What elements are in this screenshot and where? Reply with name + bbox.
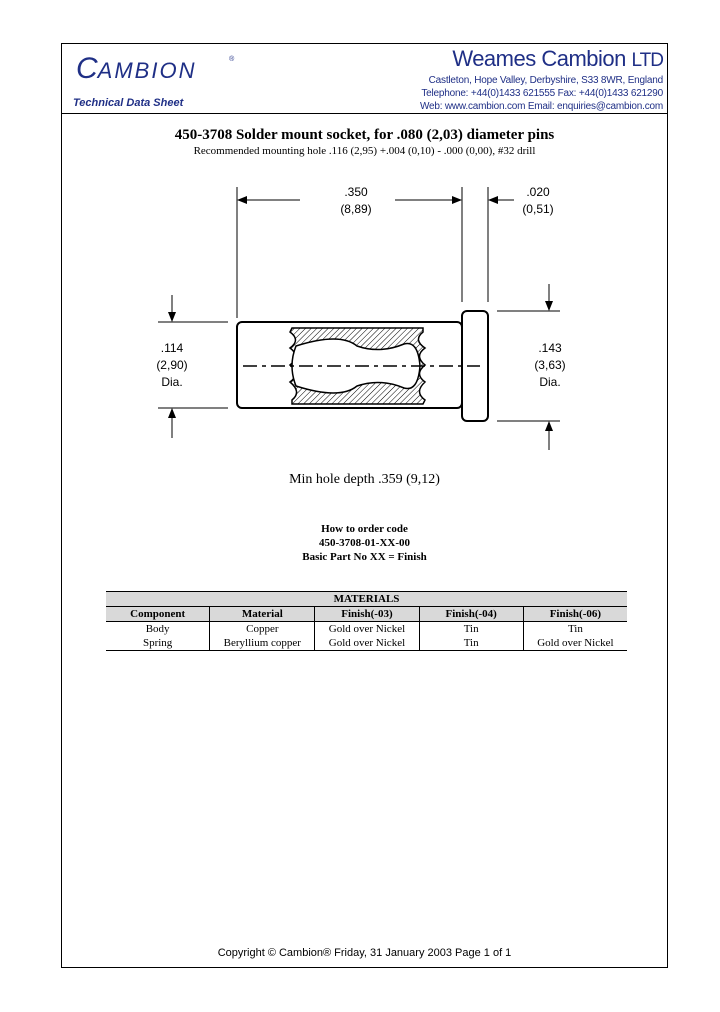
order-heading: How to order code xyxy=(321,523,408,535)
cambion-logo: CAMBION xyxy=(76,52,197,85)
length-dimension: .350(8,89) xyxy=(340,185,372,216)
table-cell: Gold over Nickel xyxy=(314,636,420,651)
table-row: Spring Beryllium copper Gold over Nickel… xyxy=(106,636,627,651)
page-footer: Copyright © Cambion® Friday, 31 January … xyxy=(217,947,512,959)
table-cell: Gold over Nickel xyxy=(314,621,420,636)
sheet-label: Technical Data Sheet xyxy=(73,97,184,109)
page-subtitle: Recommended mounting hole .116 (2,95) +.… xyxy=(193,145,536,157)
table-cell: Beryllium copper xyxy=(209,636,315,651)
table-cell: Spring xyxy=(106,636,210,651)
page-frame xyxy=(61,43,668,968)
order-code: 450-3708-01-XX-00 xyxy=(318,537,411,549)
company-phone: Telephone: +44(0)1433 621555 Fax: +44(0)… xyxy=(421,88,663,99)
column-header: Finish(-04) xyxy=(418,606,524,622)
header-divider xyxy=(62,113,667,114)
materials-caption: MATERIALS xyxy=(106,591,627,607)
page-title: 450-3708 Solder mount socket, for .080 (… xyxy=(174,127,555,143)
company-address: Castleton, Hope Valley, Derbyshire, S33 … xyxy=(428,75,664,86)
flange-dimension: .020(0,51) xyxy=(522,185,554,216)
column-header: Finish(-06) xyxy=(522,606,627,622)
table-cell: Gold over Nickel xyxy=(522,636,627,651)
table-cell: Tin xyxy=(418,636,524,651)
company-block: Weames Cambion LTD Castleton, Hope Valle… xyxy=(419,46,664,113)
table-row: Body Copper Gold over Nickel Tin Tin xyxy=(106,621,627,636)
registered-mark: ® xyxy=(229,56,235,63)
order-note: Basic Part No XX = Finish xyxy=(302,551,427,563)
table-cell: Body xyxy=(145,623,170,635)
min-hole-depth: Min hole depth .359 (9,12) xyxy=(289,472,440,487)
table-cell: Tin xyxy=(418,621,524,636)
socket-drawing xyxy=(158,187,560,450)
table-cell: Tin xyxy=(522,621,627,636)
table-cell: Copper xyxy=(209,621,315,636)
column-header: Component xyxy=(106,606,210,622)
company-name: Weames Cambion LTD xyxy=(452,46,664,71)
column-header: Material xyxy=(209,606,315,622)
column-header: Finish(-03) xyxy=(314,606,420,622)
body-diameter-dimension: .114(2,90)Dia. xyxy=(156,341,188,389)
flange-diameter-dimension: .143(3,63)Dia. xyxy=(534,341,566,389)
order-code-block: How to order code 450-3708-01-XX-00 Basi… xyxy=(62,522,667,564)
company-web: Web: www.cambion.com Email: enquiries@ca… xyxy=(419,101,663,112)
materials-table: MATERIALS Component Material Finish(-03)… xyxy=(106,591,627,651)
